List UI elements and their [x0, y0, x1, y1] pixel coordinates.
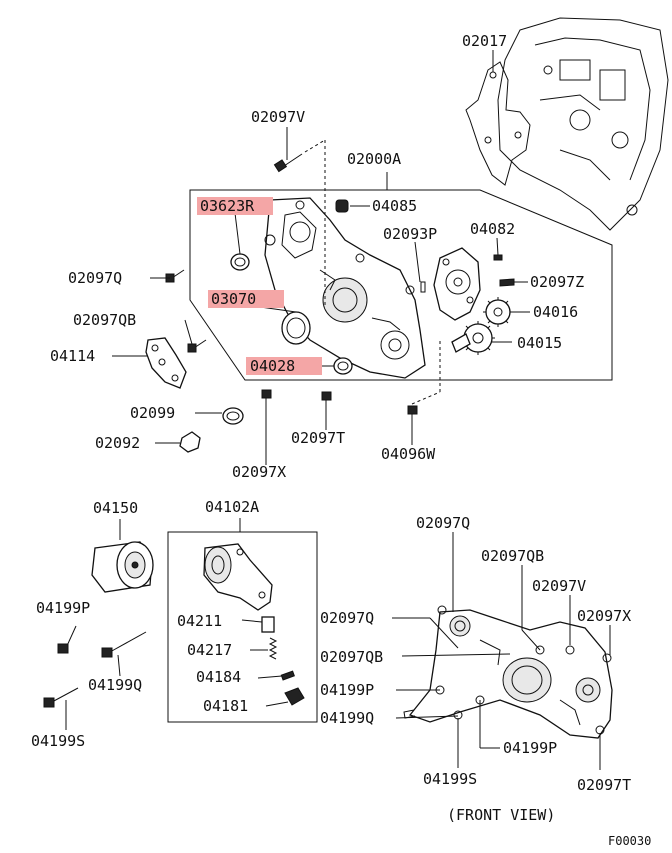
gear-04015-drawing [451, 321, 495, 355]
bolt-02097QB-top [187, 339, 207, 353]
label-02097Q-top: 02097Q [68, 269, 122, 287]
label-04082: 04082 [470, 220, 515, 238]
relief-plunger-drawing [261, 616, 275, 633]
oil-filter-04150-drawing [91, 519, 154, 593]
bolt-02097T-mid [321, 391, 332, 410]
leader-lines-front-view [392, 532, 611, 770]
bolt-02097V-top [273, 153, 303, 173]
label-02097QB-fv1: 02097QB [481, 547, 544, 565]
label-02097QB-fv2: 02097QB [320, 648, 383, 666]
bracket-04114-drawing [145, 337, 187, 389]
label-02097T-fv: 02097T [577, 776, 631, 794]
label-04181: 04181 [203, 697, 248, 715]
label-02097V-fv: 02097V [532, 577, 586, 595]
label-04199P-left: 04199P [36, 599, 90, 617]
label-04016: 04016 [533, 303, 578, 321]
bolt-04199S-left [43, 687, 79, 730]
oil-pump-assembly-box [189, 189, 613, 381]
engine-block-drawing [497, 17, 669, 231]
gasket-02099-drawing [222, 407, 244, 425]
label-02097V-top: 02097V [251, 108, 305, 126]
front-view-caption: (FRONT VIEW) [447, 806, 555, 824]
label-04199S-fv: 04199S [423, 770, 477, 788]
label-02099: 02099 [130, 404, 175, 422]
label-04199Q-fv: 04199Q [320, 709, 374, 727]
gasket-02017-drawing [465, 50, 531, 186]
label-04199P-fv1: 04199P [320, 681, 374, 699]
label-04199Q-left: 04199Q [88, 676, 142, 694]
label-04015: 04015 [517, 334, 562, 352]
label-02092: 02092 [95, 434, 140, 452]
relief-spring-drawing [268, 637, 278, 660]
label-02097QB-top: 02097QB [73, 311, 136, 329]
bolt-02097Q-top [165, 269, 185, 283]
gasket-04184-drawing [280, 670, 295, 681]
label-04114: 04114 [50, 347, 95, 365]
label-04096W: 04096W [381, 445, 436, 463]
relief-valve-box [167, 531, 318, 723]
bolt-04199Q-left [101, 631, 147, 677]
label-02000A: 02000A [347, 150, 401, 168]
leader-lines-top [112, 127, 530, 465]
label-02017: 02017 [462, 32, 507, 50]
bolt-04096W-mid [407, 405, 418, 422]
oil-seal-03623R-drawing [230, 253, 250, 271]
front-view-assembly-drawing [403, 605, 613, 739]
bolt-02097X-mid [261, 389, 272, 410]
figure-code: F00030 [608, 834, 651, 848]
label-04211: 04211 [177, 612, 222, 630]
label-04199S-left: 04199S [31, 732, 85, 750]
highlight-03070 [208, 290, 284, 308]
label-02097Q-fv1: 02097Q [416, 514, 470, 532]
oil-seal-03070-drawing [281, 311, 311, 345]
label-04150: 04150 [93, 499, 138, 517]
bolt-04199P-left [57, 625, 77, 654]
label-04028: 04028 [250, 357, 295, 375]
highlight-03623R [197, 197, 273, 215]
label-02097X-mid: 02097X [232, 463, 286, 481]
gear-04016-drawing [483, 297, 513, 327]
pump-cover-drawing [433, 247, 481, 321]
plug-04181-drawing [284, 687, 305, 706]
plug-04085-drawing [335, 199, 349, 213]
label-04102A: 04102A [205, 498, 259, 516]
gasket-02092-drawing [179, 431, 201, 453]
label-04217: 04217 [187, 641, 232, 659]
oil-seal-04028-drawing [333, 357, 353, 375]
label-02097X-fv: 02097X [577, 607, 631, 625]
relief-valve-housing-drawing [203, 543, 273, 611]
label-02097T-mid: 02097T [291, 429, 345, 447]
label-03070: 03070 [211, 290, 256, 308]
label-02097Q-fv2: 02097Q [320, 609, 374, 627]
label-03623R: 03623R [200, 197, 255, 215]
label-04085: 04085 [372, 197, 417, 215]
label-04199P-fv2: 04199P [503, 739, 557, 757]
label-02097Z: 02097Z [530, 273, 584, 291]
label-04184: 04184 [196, 668, 241, 686]
highlight-04028 [246, 357, 322, 375]
label-02093P: 02093P [383, 225, 437, 243]
